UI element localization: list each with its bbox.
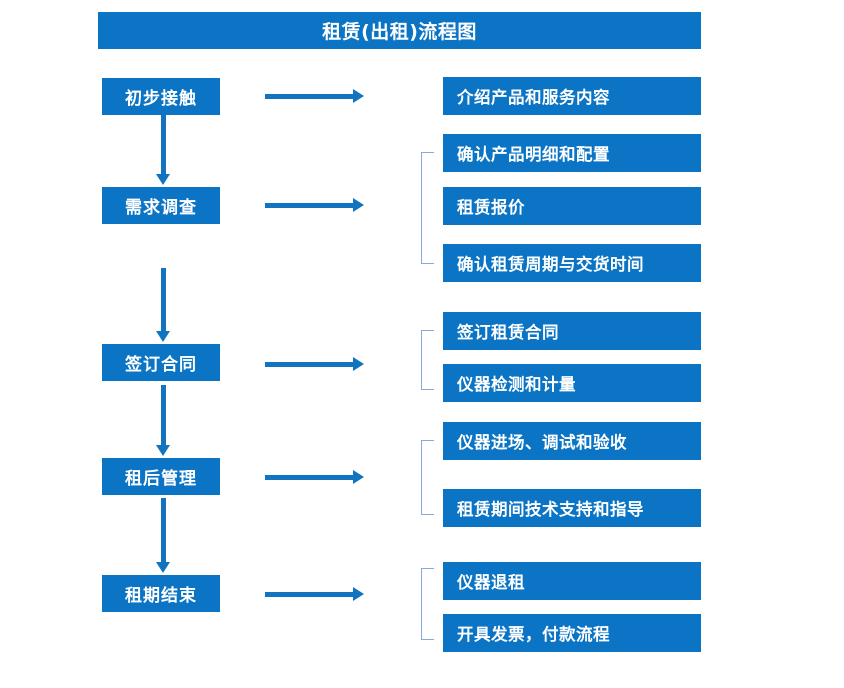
arrow-shaft — [161, 385, 166, 445]
connector-arrow-right-1 — [265, 89, 364, 103]
detail-label: 仪器退租 — [457, 573, 525, 592]
detail-node-租赁期间技术支持和指导[interactable]: 租赁期间技术支持和指导 — [443, 489, 701, 527]
detail-node-介绍产品和服务内容[interactable]: 介绍产品和服务内容 — [443, 77, 701, 115]
detail-label: 签订租赁合同 — [457, 323, 559, 342]
group-bracket-租后管理 — [421, 440, 434, 515]
group-bracket-需求调查 — [421, 152, 434, 264]
arrow-shaft — [265, 475, 353, 480]
stage-node-租期结束[interactable]: 租期结束 — [102, 575, 220, 612]
arrow-shaft — [265, 203, 353, 208]
group-bracket-租期结束 — [421, 568, 434, 640]
detail-node-租赁报价[interactable]: 租赁报价 — [443, 187, 701, 225]
arrow-shaft — [265, 94, 353, 99]
connector-arrow-right-5 — [265, 587, 364, 601]
stage-label: 签订合同 — [125, 355, 197, 375]
arrow-shaft — [161, 498, 166, 562]
stage-label: 租后管理 — [125, 469, 197, 489]
detail-node-签订租赁合同[interactable]: 签订租赁合同 — [443, 312, 701, 350]
arrow-head-down-icon — [156, 174, 170, 185]
connector-arrow-right-3 — [265, 357, 364, 371]
detail-label: 介绍产品和服务内容 — [457, 88, 610, 107]
detail-node-确认产品明细和配置[interactable]: 确认产品明细和配置 — [443, 134, 701, 172]
group-bracket-签订合同 — [421, 330, 434, 390]
arrow-head-right-icon — [353, 198, 364, 212]
arrow-head-right-icon — [353, 587, 364, 601]
stage-node-初步接触[interactable]: 初步接触 — [102, 78, 220, 115]
diagram-title-bar: 租赁(出租)流程图 — [98, 12, 701, 49]
detail-node-确认租赁周期与交货时间[interactable]: 确认租赁周期与交货时间 — [443, 244, 701, 282]
detail-label: 租赁报价 — [457, 198, 525, 217]
detail-label: 确认产品明细和配置 — [457, 145, 610, 164]
stage-label: 需求调查 — [125, 198, 197, 218]
detail-label: 仪器检测和计量 — [457, 375, 576, 394]
arrow-shaft — [161, 115, 166, 174]
detail-label: 租赁期间技术支持和指导 — [457, 500, 644, 519]
stage-node-租后管理[interactable]: 租后管理 — [102, 458, 220, 495]
detail-node-仪器检测和计量[interactable]: 仪器检测和计量 — [443, 364, 701, 402]
arrow-head-right-icon — [353, 89, 364, 103]
detail-node-开具发票付款流程[interactable]: 开具发票，付款流程 — [443, 614, 701, 652]
arrow-head-down-icon — [156, 562, 170, 573]
detail-node-仪器进场调试和验收[interactable]: 仪器进场、调试和验收 — [443, 422, 701, 460]
stage-node-需求调查[interactable]: 需求调查 — [102, 187, 220, 224]
detail-label: 开具发票，付款流程 — [457, 625, 610, 644]
connector-arrow-down-3 — [156, 385, 170, 456]
connector-arrow-right-2 — [265, 198, 364, 212]
arrow-head-down-icon — [156, 331, 170, 342]
arrow-head-right-icon — [353, 470, 364, 484]
arrow-head-down-icon — [156, 445, 170, 456]
arrow-shaft — [265, 362, 353, 367]
connector-arrow-down-1 — [156, 115, 170, 185]
connector-arrow-right-4 — [265, 470, 364, 484]
detail-label: 仪器进场、调试和验收 — [457, 433, 627, 452]
detail-node-仪器退租[interactable]: 仪器退租 — [443, 562, 701, 600]
stage-label: 租期结束 — [125, 586, 197, 606]
arrow-head-right-icon — [353, 357, 364, 371]
detail-label: 确认租赁周期与交货时间 — [457, 255, 644, 274]
connector-arrow-down-2 — [156, 268, 170, 342]
stage-node-签订合同[interactable]: 签订合同 — [102, 344, 220, 381]
connector-arrow-down-4 — [156, 498, 170, 573]
diagram-title: 租赁(出租)流程图 — [322, 21, 477, 43]
arrow-shaft — [265, 592, 353, 597]
stage-label: 初步接触 — [125, 89, 197, 109]
arrow-shaft — [161, 268, 166, 331]
